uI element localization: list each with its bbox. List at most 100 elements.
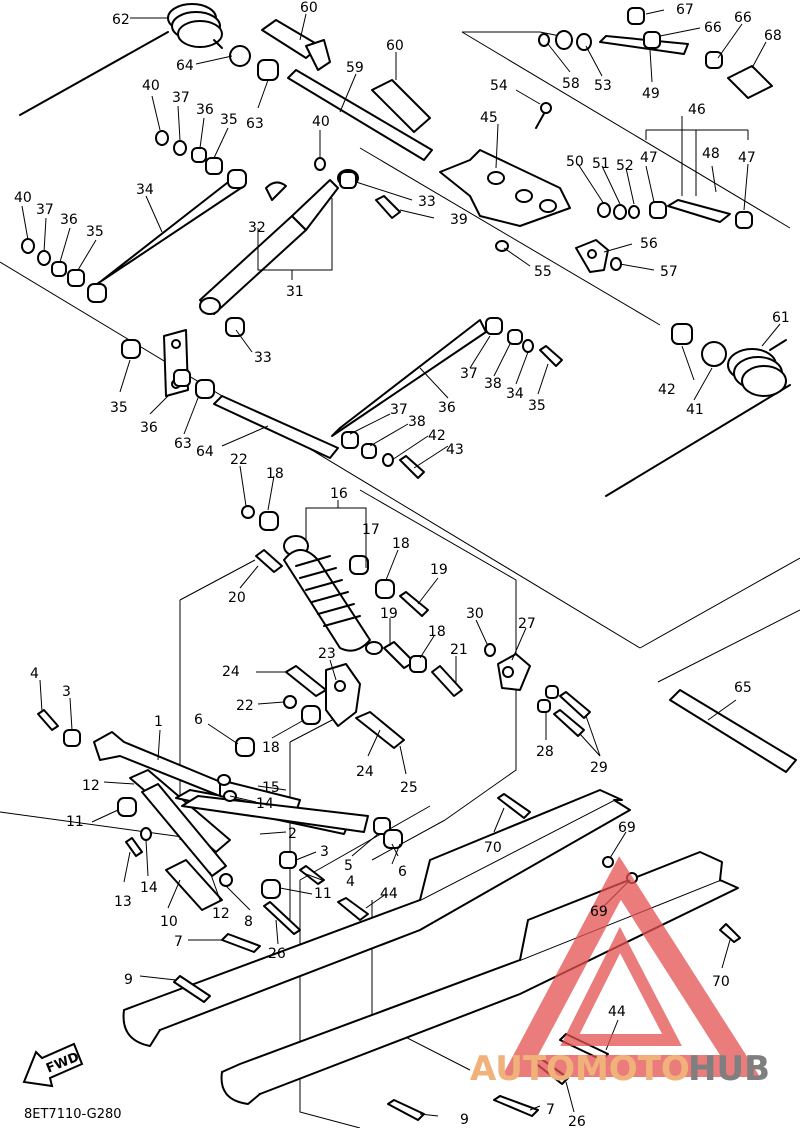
callout-18: 18 — [392, 536, 410, 552]
callout-4: 4 — [346, 874, 355, 890]
callout-55: 55 — [534, 264, 552, 280]
callout-37: 37 — [460, 366, 478, 382]
bracket-23 — [325, 663, 361, 727]
callout-11: 11 — [66, 814, 84, 830]
callout-43: 43 — [446, 442, 464, 458]
callout-37: 37 — [36, 202, 54, 218]
callout-36: 36 — [438, 400, 456, 416]
callout-34: 34 — [506, 386, 524, 402]
callout-35: 35 — [86, 224, 104, 240]
callout-19: 19 — [380, 606, 398, 622]
callout-16: 16 — [330, 486, 348, 502]
callout-12: 12 — [82, 778, 100, 794]
callout-11: 11 — [314, 886, 332, 902]
callout-44: 44 — [608, 1004, 626, 1020]
callout-42: 42 — [658, 382, 676, 398]
hardware-parts — [21, 7, 753, 1121]
shock-absorber-16 — [283, 535, 383, 655]
callout-2: 2 — [288, 826, 297, 842]
diagram-code: 8ET7110-G280 — [24, 1107, 122, 1122]
callout-45: 45 — [480, 110, 498, 126]
callout-35: 35 — [528, 398, 546, 414]
callout-13: 13 — [114, 894, 132, 910]
watermark-text-left: AUTOMOTO — [470, 1049, 690, 1089]
callout-35: 35 — [220, 112, 238, 128]
callout-10: 10 — [160, 914, 178, 930]
callout-28: 28 — [536, 744, 554, 760]
callout-14: 14 — [256, 796, 274, 812]
callout-32: 32 — [248, 220, 266, 236]
callout-37: 37 — [390, 402, 408, 418]
callout-50: 50 — [566, 154, 584, 170]
callout-12: 12 — [212, 906, 230, 922]
torsion-spring-right — [605, 339, 791, 497]
callout-44: 44 — [380, 886, 398, 902]
callout-24: 24 — [222, 664, 240, 680]
callout-64: 64 — [176, 58, 194, 74]
watermark-text-right: HUB — [688, 1049, 770, 1089]
callout-40: 40 — [14, 190, 32, 206]
callout-30: 30 — [466, 606, 484, 622]
shafts — [87, 19, 797, 773]
callout-19: 19 — [430, 562, 448, 578]
callout-7: 7 — [546, 1102, 555, 1118]
callout-60: 60 — [300, 0, 318, 16]
callout-63: 63 — [174, 436, 192, 452]
callout-60: 60 — [386, 38, 404, 54]
callout-23: 23 — [318, 646, 336, 662]
callout-48: 48 — [702, 146, 720, 162]
callout-69: 69 — [590, 904, 608, 920]
callout-14: 14 — [140, 880, 158, 896]
callout-3: 3 — [320, 844, 329, 860]
bracket-45 — [439, 149, 571, 227]
callout-9: 9 — [460, 1112, 469, 1128]
callout-69: 69 — [618, 820, 636, 836]
callout-22: 22 — [230, 452, 248, 468]
callout-47: 47 — [738, 150, 756, 166]
callout-70: 70 — [484, 840, 502, 856]
callout-57: 57 — [660, 264, 678, 280]
callout-61: 61 — [772, 310, 790, 326]
bracket-27 — [497, 653, 531, 691]
callout-46: 46 — [688, 102, 706, 118]
callout-7: 7 — [174, 934, 183, 950]
callout-70: 70 — [712, 974, 730, 990]
callout-24: 24 — [356, 764, 374, 780]
callout-8: 8 — [244, 914, 253, 930]
callout-67: 67 — [676, 2, 694, 18]
callout-58: 58 — [562, 76, 580, 92]
callout-68: 68 — [764, 28, 782, 44]
callout-3: 3 — [62, 684, 71, 700]
callout-40: 40 — [142, 78, 160, 94]
callout-29: 29 — [590, 760, 608, 776]
slide-rail-left — [122, 789, 631, 1047]
slide-rail-right — [220, 851, 739, 1105]
callout-62: 62 — [112, 12, 130, 28]
callout-18: 18 — [262, 740, 280, 756]
callout-5: 5 — [344, 858, 353, 874]
callout-38: 38 — [408, 414, 426, 430]
callout-15: 15 — [262, 780, 280, 796]
callout-36: 36 — [196, 102, 214, 118]
callout-6: 6 — [194, 712, 203, 728]
callout-63: 63 — [246, 116, 264, 132]
callout-21: 21 — [450, 642, 468, 658]
callout-17: 17 — [362, 522, 380, 538]
callout-36: 36 — [60, 212, 78, 228]
callout-35: 35 — [110, 400, 128, 416]
front-arm-2 — [141, 783, 369, 877]
callout-53: 53 — [594, 78, 612, 94]
callout-36: 36 — [140, 420, 158, 436]
callout-47: 47 — [640, 150, 658, 166]
callout-9: 9 — [124, 972, 133, 988]
callout-64: 64 — [196, 444, 214, 460]
callout-4: 4 — [30, 666, 39, 682]
callout-56: 56 — [640, 236, 658, 252]
torsion-spring-left — [19, 3, 223, 116]
callout-40: 40 — [312, 114, 330, 130]
callout-42: 42 — [428, 428, 446, 444]
callout-20: 20 — [228, 590, 246, 606]
callout-54: 54 — [490, 78, 508, 94]
